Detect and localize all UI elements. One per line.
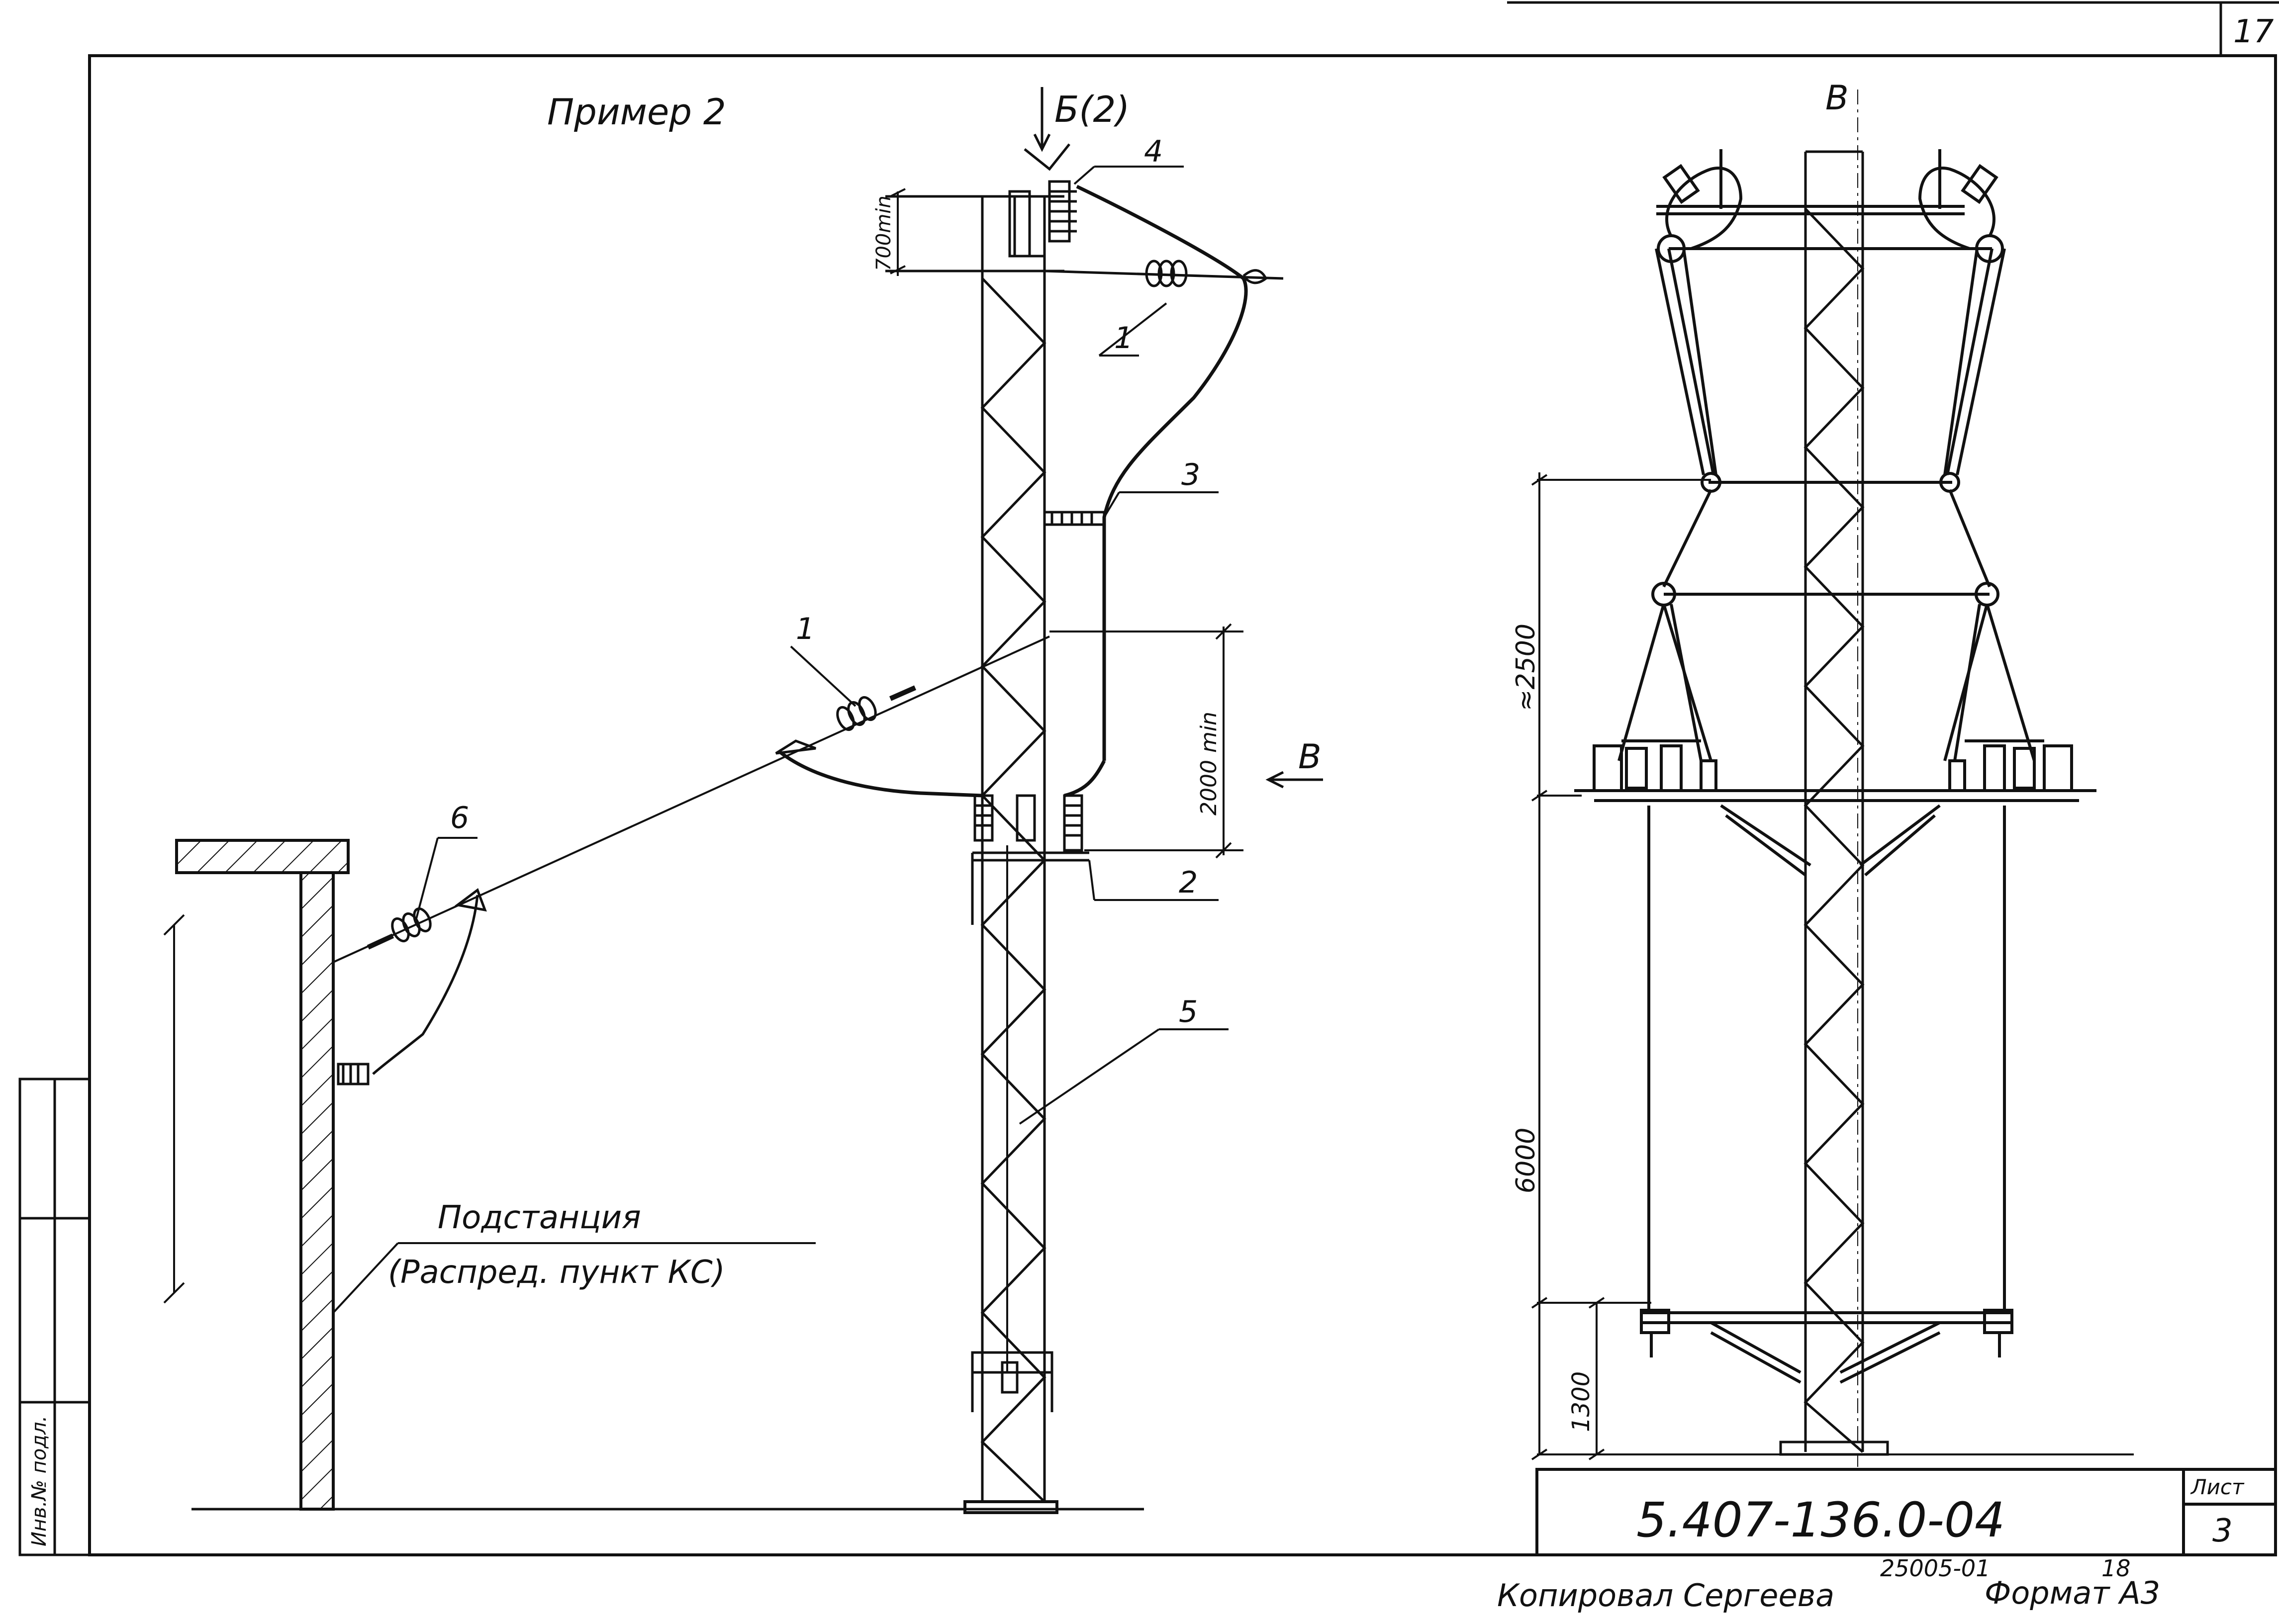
top-horn-right xyxy=(1918,149,1998,250)
footer-copied-by: Копировал Сергеева xyxy=(1497,1577,1834,1614)
corner-page-number: 17 xyxy=(2233,13,2274,50)
callout-5: 5 xyxy=(1179,994,1198,1029)
footer-order-number: 25005-01 xyxy=(1880,1555,1990,1582)
callout-2: 2 xyxy=(1179,865,1198,900)
substation-building xyxy=(175,839,350,1511)
jumper-wire-lower xyxy=(777,749,1106,798)
doc-code: 5.407-136.0-04 xyxy=(1636,1492,2005,1548)
substation-label-line2: (Распред. пункт КС) xyxy=(388,1254,725,1291)
upper-frame xyxy=(1617,205,2036,761)
support-body xyxy=(1647,804,2006,1313)
view-title: В xyxy=(1825,79,1849,118)
callout-4: 4 xyxy=(1144,134,1163,169)
dim-2500-label: ≈2500 xyxy=(1511,624,1541,711)
bottom-frame xyxy=(1640,1309,2013,1384)
callout-3: 3 xyxy=(1181,457,1200,492)
dim-700 xyxy=(890,188,906,276)
insulator-string-6 xyxy=(337,888,487,1085)
callout-6: 6 xyxy=(450,801,469,835)
top-crossarm xyxy=(885,190,1064,272)
sheet-label: Лист xyxy=(2190,1475,2245,1499)
right-dimensions xyxy=(1531,472,2134,1460)
callout-1-top: 1 xyxy=(1114,321,1133,356)
view-arrow-label: В xyxy=(1298,737,1322,777)
lattice-pole-side xyxy=(963,196,1058,1514)
dim-2000-label: 2000 min xyxy=(1196,712,1222,815)
substation-label-line1: Подстанция xyxy=(438,1199,641,1236)
insulator-string-top xyxy=(1044,260,1284,287)
lattice-pole-front xyxy=(1779,150,1889,1456)
title-block xyxy=(1535,1468,2277,1556)
view-arrow xyxy=(1265,771,1323,789)
substation-leader xyxy=(332,1242,399,1314)
jumper-wire-top xyxy=(1076,184,1248,761)
dim-1300-label: 1300 xyxy=(1567,1371,1595,1432)
drawing-title: Пример 2 xyxy=(547,91,726,133)
sheet-number: 3 xyxy=(2212,1513,2233,1549)
footer-format: Формат А3 xyxy=(1985,1575,2160,1611)
side-stamp-label: Инв.№ подл. xyxy=(28,1416,51,1546)
surge-arrester-3 xyxy=(1043,511,1106,526)
span-conductor xyxy=(333,635,1050,963)
top-horn-left xyxy=(1662,149,1743,250)
sheet-frame xyxy=(88,1,2279,1556)
dim-2000 xyxy=(1049,623,1243,859)
footer-order-sub: 18 xyxy=(2101,1555,2131,1582)
dim-6000-label: 6000 xyxy=(1511,1128,1541,1193)
mid-platform xyxy=(1574,739,2096,802)
disconnector-4 xyxy=(1024,143,1077,243)
section-arrow-label: Б(2) xyxy=(1054,89,1130,130)
lower-bracket-2 xyxy=(971,794,1089,925)
callout-1-mid: 1 xyxy=(796,612,815,646)
building-dimension xyxy=(163,914,185,1304)
dim-700-label: 700min xyxy=(872,195,895,271)
section-arrow xyxy=(1033,87,1051,152)
side-stamp xyxy=(18,1078,91,1556)
callout-leaders xyxy=(414,166,1229,1125)
